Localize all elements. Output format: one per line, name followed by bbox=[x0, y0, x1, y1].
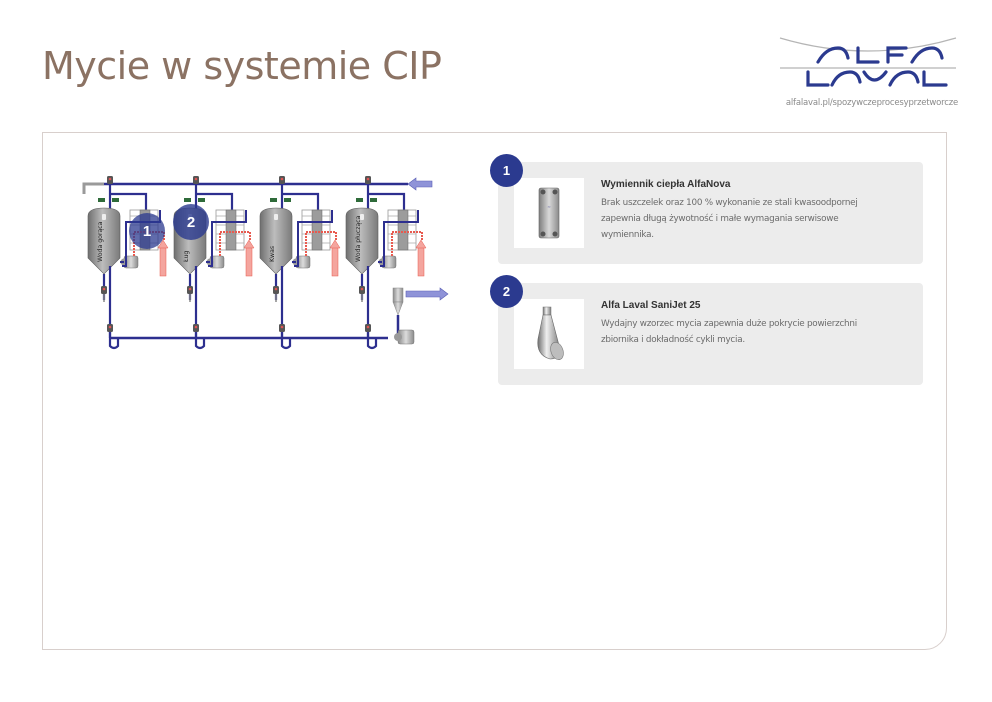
return-cip-arrow bbox=[407, 177, 433, 191]
main-pump bbox=[394, 329, 415, 345]
diagram-marker-2[interactable]: 2 bbox=[173, 204, 209, 240]
product-thumbnail: ≈ bbox=[514, 178, 584, 248]
supply-cip-arrow bbox=[405, 287, 449, 301]
card-description: Brak uszczelek oraz 100 % wykonanie ze s… bbox=[601, 198, 858, 240]
card-number-badge-2: 2 bbox=[490, 275, 523, 308]
brand-url[interactable]: alfalaval.pl/spozywczeprocesyprzetworcze bbox=[785, 98, 958, 108]
product-card-alfanova[interactable]: ≈ Wymiennik ciepła AlfaNova Brak uszczel… bbox=[498, 162, 923, 264]
heating-water-inlet bbox=[417, 245, 425, 277]
heating-water-inlet bbox=[245, 245, 253, 277]
tank-label: Kwas bbox=[269, 246, 276, 262]
tank-icon bbox=[87, 207, 121, 275]
heating-water-inlet bbox=[159, 245, 167, 277]
product-thumbnail bbox=[514, 299, 584, 369]
product-card-sanijet[interactable]: Alfa Laval SaniJet 25 Wydajny wzorzec my… bbox=[498, 283, 923, 385]
card-description: Wydajny wzorzec mycia zapewnia duże pokr… bbox=[601, 319, 857, 345]
card-number-badge-1: 1 bbox=[490, 154, 523, 187]
heating-water-inlet bbox=[331, 245, 339, 277]
card-title: Alfa Laval SaniJet 25 bbox=[601, 300, 701, 311]
tank-cleaning-nozzle-icon bbox=[537, 306, 564, 361]
svg-text:≈: ≈ bbox=[547, 204, 550, 209]
plate-heat-exchanger-icon: ≈ bbox=[538, 187, 560, 239]
tank-label: Woda płucząca bbox=[355, 215, 362, 262]
tank-icon bbox=[345, 207, 379, 275]
tank-label: Ług bbox=[183, 251, 190, 263]
tank-icon bbox=[259, 207, 293, 275]
alfa-laval-logo bbox=[779, 37, 957, 87]
page-title: Mycie w systemie CIP bbox=[42, 44, 442, 88]
content-frame bbox=[42, 132, 947, 650]
diagram-marker-1[interactable]: 1 bbox=[129, 213, 165, 249]
tank-label: Woda gorąca bbox=[97, 221, 104, 262]
card-title: Wymiennik ciepła AlfaNova bbox=[601, 179, 731, 190]
